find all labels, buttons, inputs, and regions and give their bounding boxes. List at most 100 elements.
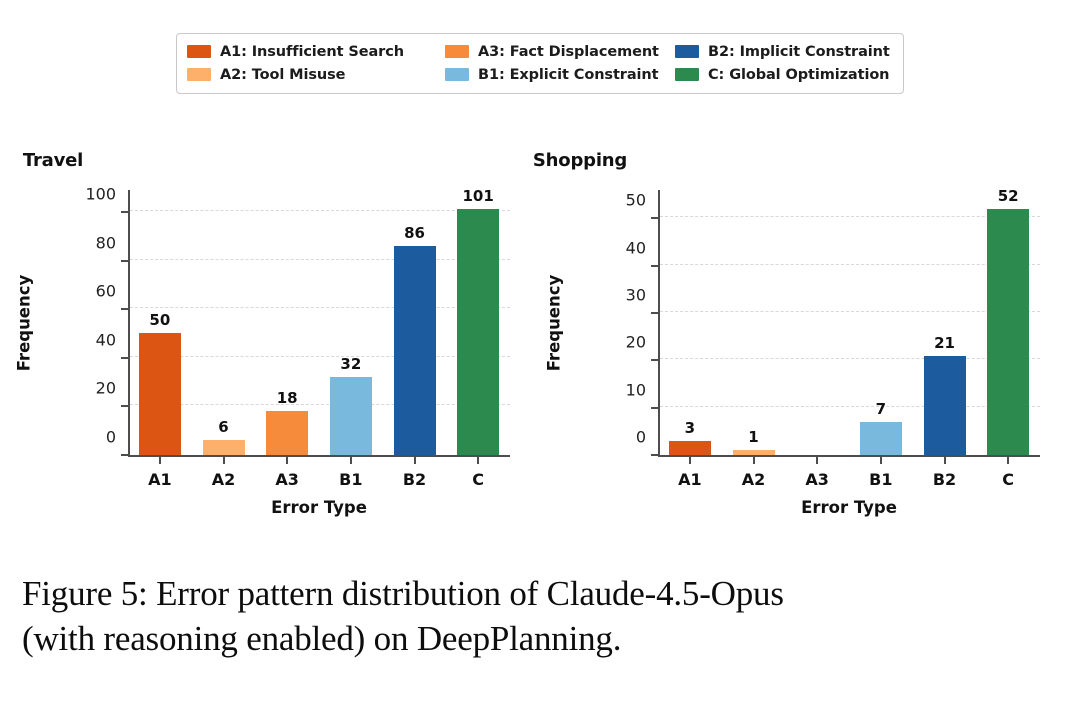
bar-value-label: 32 [340, 355, 362, 374]
legend-item-label: A1: Insufficient Search [220, 43, 404, 60]
figure-caption: Figure 5: Error pattern distribution of … [22, 572, 1062, 662]
bar-value-label: 21 [934, 333, 955, 352]
y-tick-mark [651, 264, 658, 267]
y-tick-label: 40 [625, 238, 646, 258]
legend-swatch-icon [187, 68, 211, 81]
x-tick-label-c: C [472, 470, 485, 489]
y-tick-label: 100 [85, 184, 116, 204]
x-axis-spine [658, 455, 1040, 457]
legend-swatch-icon [675, 68, 699, 81]
legend-item-c: C: Global Optimization [675, 67, 893, 83]
x-tick-mark [1007, 457, 1010, 464]
x-tick-mark [413, 457, 416, 464]
gridline [130, 258, 510, 261]
x-tick-label-a3: A3 [805, 470, 829, 489]
legend-item-a1: A1: Insufficient Search [187, 44, 445, 60]
bar-a3 [266, 411, 309, 455]
gridline [130, 404, 510, 406]
legend-item-label: C: Global Optimization [708, 66, 890, 83]
gridline [660, 263, 1040, 266]
legend-item-label: B1: Explicit Constraint [478, 66, 659, 83]
legend-item-a2: A2: Tool Misuse [187, 67, 445, 83]
bar-value-label: 3 [684, 418, 696, 437]
gridline [130, 307, 510, 309]
x-tick-label-b1: B1 [339, 470, 363, 489]
legend-item-label: A3: Fact Displacement [478, 43, 659, 60]
x-tick-mark [879, 457, 882, 464]
y-tick-mark [121, 405, 128, 408]
bar-a1 [668, 440, 711, 455]
bar-value-label: 101 [462, 187, 494, 206]
bar-b2 [923, 355, 966, 455]
x-axis-spine [128, 455, 510, 457]
bar-b1 [859, 421, 902, 455]
y-tick-mark [651, 454, 658, 456]
y-tick-mark [651, 312, 658, 315]
x-tick-mark [943, 457, 946, 464]
caption-line-2: (with reasoning enabled) on DeepPlanning… [22, 618, 622, 658]
gridline [660, 405, 1040, 408]
x-tick-mark [688, 457, 691, 464]
y-tick-label: 20 [95, 378, 116, 398]
y-tick-label: 10 [625, 380, 646, 400]
bar-c [457, 209, 500, 455]
gridline [660, 216, 1040, 218]
y-axis-spine [658, 190, 660, 457]
legend-swatch-icon [445, 68, 469, 81]
bar-c [987, 208, 1030, 455]
bar-value-label: 7 [875, 399, 887, 418]
x-tick-mark [477, 457, 480, 464]
y-tick-label: 20 [625, 332, 646, 352]
x-axis-label: Error Type [801, 498, 897, 517]
x-tick-label-c: C [1002, 470, 1015, 489]
y-axis-spine [128, 190, 130, 457]
x-tick-mark [752, 457, 755, 464]
bar-value-label: 18 [276, 389, 298, 408]
legend-swatch-icon [675, 45, 699, 58]
y-tick-label: 40 [95, 330, 116, 350]
bar-a1 [138, 333, 181, 455]
x-tick-mark [349, 457, 352, 464]
x-tick-label-b2: B2 [402, 470, 427, 489]
y-tick-label: 50 [625, 190, 646, 210]
x-tick-label-a1: A1 [678, 470, 702, 489]
legend-item-b1: B1: Explicit Constraint [445, 67, 675, 83]
bar-value-label: 6 [218, 418, 229, 437]
legend-item-label: B2: Implicit Constraint [708, 43, 890, 60]
gridline [660, 311, 1040, 313]
x-tick-label-b1: B1 [869, 470, 893, 489]
x-tick-label-a2: A2 [211, 470, 236, 489]
x-tick-mark [222, 457, 225, 464]
chart-legend: A1: Insufficient Search A3: Fact Displace… [176, 33, 904, 94]
y-tick-label: 60 [95, 281, 116, 301]
caption-line-1: Figure 5: Error pattern distribution of … [22, 574, 784, 613]
y-tick-mark [121, 356, 128, 359]
y-tick-mark [651, 359, 658, 362]
bar-value-label: 50 [149, 311, 171, 330]
legend-item-a3: A3: Fact Displacement [445, 44, 675, 60]
x-tick-label-a2: A2 [741, 470, 766, 489]
y-tick-label: 80 [95, 233, 116, 253]
bar-value-label: 86 [404, 223, 425, 242]
bar-value-label: 52 [997, 186, 1019, 205]
bar-a2 [202, 440, 245, 455]
x-tick-mark [286, 457, 289, 464]
bar-a2 [732, 450, 775, 455]
chart-title: Travel [22, 150, 84, 171]
y-tick-mark [651, 406, 658, 409]
legend-item-b2: B2: Implicit Constraint [675, 44, 893, 60]
legend-item-label: A2: Tool Misuse [220, 66, 346, 83]
bar-value-label: 1 [748, 428, 759, 447]
y-axis-label: Frequency [14, 274, 34, 372]
gridline [660, 358, 1040, 360]
y-axis-label: Frequency [544, 274, 564, 372]
y-tick-label: 0 [635, 427, 646, 447]
chart-title: Shopping [532, 150, 628, 171]
y-tick-mark [651, 217, 658, 220]
gridline [130, 209, 510, 212]
